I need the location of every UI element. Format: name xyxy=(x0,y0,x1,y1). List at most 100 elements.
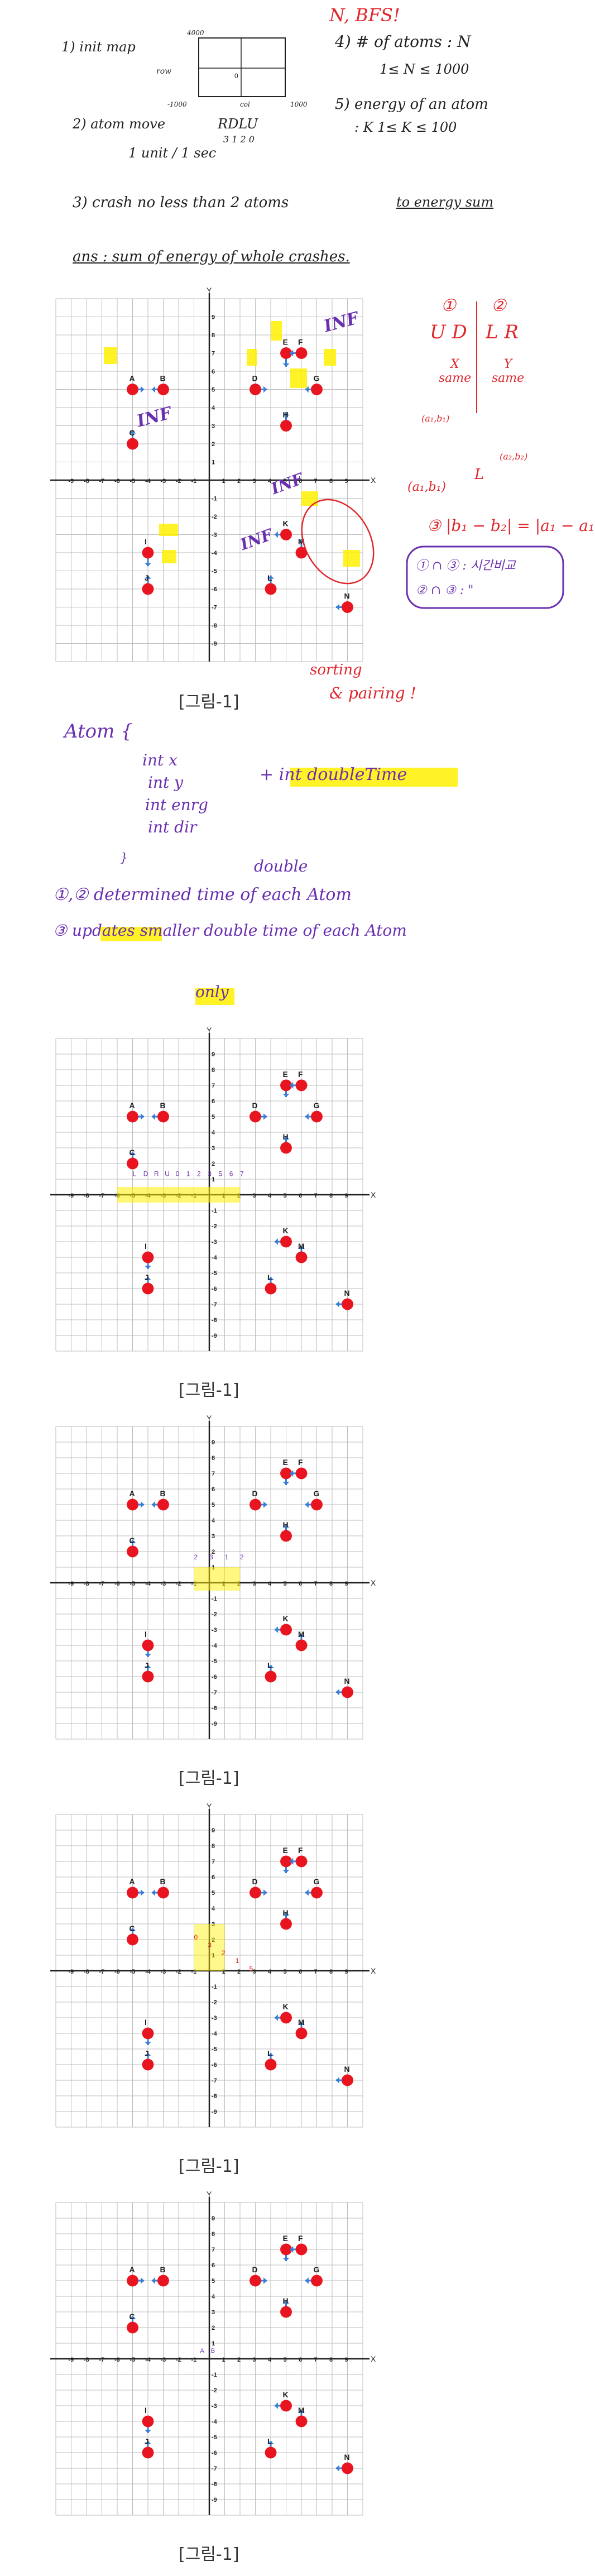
note-init-row: row xyxy=(156,67,172,76)
x-tick-label: 7 xyxy=(314,1969,318,1975)
y-tick-label: 5 xyxy=(212,1890,215,1897)
atom-dot xyxy=(295,1251,308,1263)
atom-label: K xyxy=(283,2002,289,2011)
y-tick-label: 2 xyxy=(212,2325,215,2331)
coordinate-grid-2: XY-9-9-8-8-7-7-6-6-5-5-4-4-3-3-2-2-1-111… xyxy=(39,1026,380,1362)
x-tick-label: -1 xyxy=(191,1969,197,1975)
atom-dot xyxy=(142,547,154,559)
atom-label: B xyxy=(160,1877,166,1886)
x-tick-label: -6 xyxy=(114,478,120,485)
atom-arrow-head xyxy=(151,1889,155,1896)
atom-dot xyxy=(280,1855,292,1868)
atom-arrow-head xyxy=(151,386,155,393)
grid3-annotation: 2 xyxy=(240,1553,244,1561)
atom-dot xyxy=(157,2275,169,2287)
y-tick-label: 7 xyxy=(212,1471,215,1477)
atom-dot xyxy=(127,2321,138,2334)
atom-arrow-head xyxy=(267,1277,274,1280)
x-tick-label: 8 xyxy=(329,2357,333,2363)
atom-dot xyxy=(142,2415,154,2427)
side-L: L xyxy=(474,466,484,483)
x-tick-label: 6 xyxy=(299,1193,302,1199)
atom-label: N xyxy=(344,1289,350,1297)
grid3-annotation: 3 xyxy=(209,1553,213,1561)
atom-dot xyxy=(127,1545,138,1558)
atom-label: G xyxy=(314,1489,320,1498)
x-tick-label: 8 xyxy=(329,1581,333,1587)
atom-label: E xyxy=(283,337,288,346)
atom-arrow-head xyxy=(305,1113,309,1120)
side-lr: L R xyxy=(486,321,519,343)
x-tick-label: -7 xyxy=(99,478,105,485)
atom-label: F xyxy=(298,2234,303,2243)
atom-label: H xyxy=(283,1132,289,1141)
atom-label: F xyxy=(298,1846,303,1855)
grid5-annotation: B xyxy=(211,2348,215,2354)
atom-arrow-head xyxy=(290,349,294,357)
highlight-d xyxy=(247,349,257,366)
y-tick-label: 8 xyxy=(212,332,215,339)
grid3-annotation: 1 xyxy=(225,1553,229,1561)
y-tick-label: -3 xyxy=(212,1239,217,1246)
atom-label: J xyxy=(145,573,149,582)
atom-dot xyxy=(157,1886,169,1899)
atom-arrow-head xyxy=(282,363,290,367)
atom-dot xyxy=(249,384,261,395)
atom-dot xyxy=(142,1282,154,1295)
atom-arrow-head xyxy=(282,1524,290,1528)
atom-arrow-head xyxy=(290,1858,294,1865)
atom-dot xyxy=(249,1110,261,1123)
x-tick-label: -6 xyxy=(114,2357,120,2363)
atom-arrow-head xyxy=(263,1113,267,1120)
y-tick-label: 1 xyxy=(212,459,215,466)
atom-label: L xyxy=(267,2049,272,2058)
atom-label: K xyxy=(283,519,289,528)
y-tick-label: 4 xyxy=(212,2293,215,2300)
atom-label: J xyxy=(145,2049,149,2058)
x-tick-label: -5 xyxy=(130,2357,136,2363)
y-tick-label: 3 xyxy=(212,423,215,430)
y-tick-label: -7 xyxy=(212,1301,217,1308)
grid2-annotation: 5 xyxy=(219,1170,223,1177)
x-tick-label: 4 xyxy=(268,1581,272,1587)
atom-dot xyxy=(265,583,277,595)
x-tick-label: 6 xyxy=(299,1969,302,1975)
x-tick-label: -9 xyxy=(69,1969,74,1975)
side-a1b1: (a₁,b₁) xyxy=(421,413,450,424)
y-tick-label: 8 xyxy=(212,1455,215,1462)
atom-dot xyxy=(295,347,308,359)
figure-caption-1: [그림-1] xyxy=(179,692,239,712)
grid4-annotation: 2 xyxy=(222,1949,225,1957)
x-tick-label: -7 xyxy=(99,1969,105,1975)
atom-arrow-head xyxy=(335,2077,339,2084)
atom-arrow-head xyxy=(274,1238,278,1245)
x-tick-label: 7 xyxy=(314,1193,318,1199)
grid2-annotation: 7 xyxy=(240,1170,244,1177)
y-tick-label: -6 xyxy=(212,2450,217,2457)
y-tick-label: 7 xyxy=(212,1083,215,1089)
atom-dot xyxy=(280,1530,292,1542)
grid2-annotation: 2 xyxy=(197,1170,201,1177)
y-tick-label: 8 xyxy=(212,1843,215,1850)
atom-label: M xyxy=(298,2018,305,2027)
atom-arrow-head xyxy=(298,1246,305,1249)
y-tick-label: 9 xyxy=(212,1827,215,1834)
x-tick-label: 1 xyxy=(222,1969,225,1975)
x-tick-label: -6 xyxy=(114,1969,120,1975)
note-move-dirs: RDLU xyxy=(218,116,258,132)
atom-label: A xyxy=(129,1489,135,1498)
atom-dot xyxy=(295,1467,308,1479)
y-tick-label: -1 xyxy=(212,2372,217,2378)
atom-dot xyxy=(295,2027,308,2039)
highlight-center xyxy=(194,1924,225,1971)
x-tick-label: 6 xyxy=(299,1581,302,1587)
x-axis-label: X xyxy=(371,2354,376,2363)
y-tick-label: -3 xyxy=(212,2403,217,2410)
atom-label: L xyxy=(267,1273,272,1282)
x-tick-label: -8 xyxy=(84,478,89,485)
atom-dot xyxy=(142,583,154,595)
y-tick-label: 9 xyxy=(212,2215,215,2222)
y-tick-label: -4 xyxy=(212,1643,218,1649)
atom-arrow-head xyxy=(290,1470,294,1477)
atom-label: E xyxy=(283,1846,288,1855)
